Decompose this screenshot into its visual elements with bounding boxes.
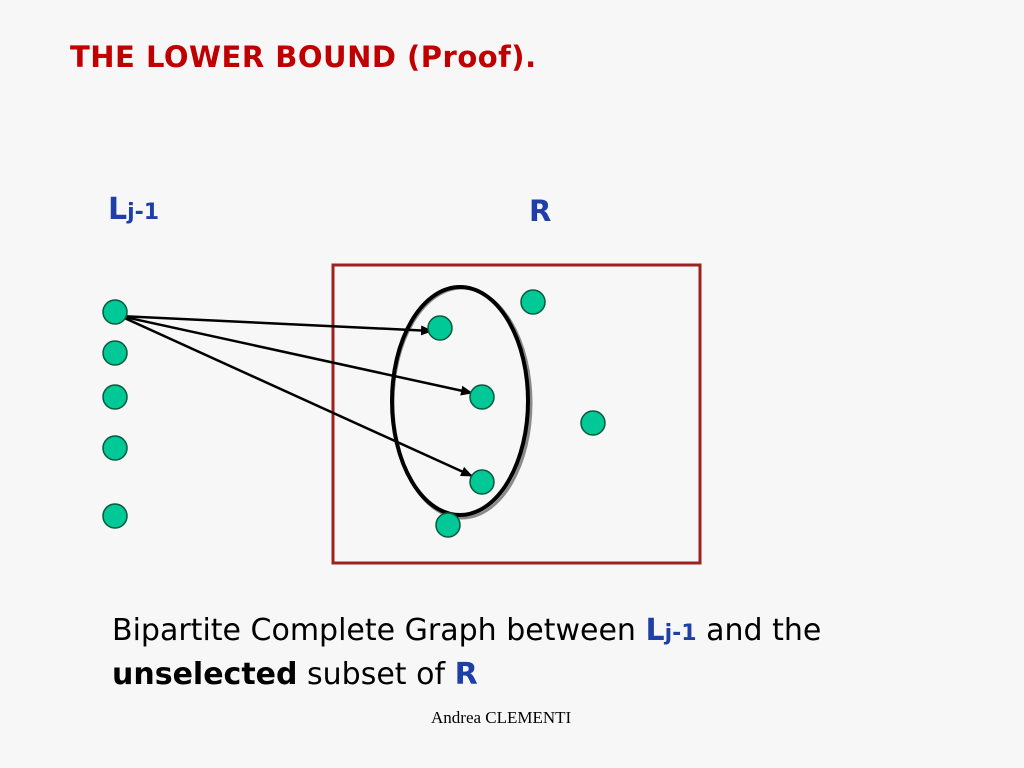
right-node-1 <box>520 289 546 315</box>
footer-author: Andrea CLEMENTI <box>431 708 572 727</box>
slide-title: THE LOWER BOUND (Proof). <box>70 40 537 74</box>
caption: Bipartite Complete Graph between Lj-1 an… <box>112 610 821 695</box>
left-node-3 <box>102 384 128 410</box>
caption-r-label: R <box>454 657 478 692</box>
left-set-label-main: L <box>108 192 128 227</box>
caption-line-2: unselected subset of R <box>112 654 821 695</box>
slide-title-text: THE LOWER BOUND (Proof) <box>70 40 526 74</box>
left-node-5 <box>102 503 128 529</box>
left-node-1 <box>102 299 128 325</box>
caption-line1-prefix: Bipartite Complete Graph between <box>112 613 646 648</box>
right-node-3 <box>469 384 495 410</box>
edge-1 <box>119 314 433 336</box>
right-set-label: R <box>529 194 552 228</box>
left-node-4 <box>102 435 128 461</box>
caption-set-label: Lj-1 <box>645 613 696 648</box>
caption-set-main: L <box>645 613 665 648</box>
right-node-2 <box>427 315 453 341</box>
slide-title-period: . <box>525 40 537 74</box>
caption-line2-middle: subset of <box>297 657 455 692</box>
left-set-label: Lj-1 <box>108 192 159 227</box>
selected-subset-ellipse <box>390 285 533 520</box>
caption-line1-suffix: and the <box>696 613 822 648</box>
caption-set-sub: j-1 <box>664 621 697 646</box>
edges <box>119 314 473 478</box>
right-node-6 <box>435 512 461 538</box>
left-node-2 <box>102 340 128 366</box>
right-node-5 <box>469 469 495 495</box>
edge-2 <box>119 314 473 396</box>
right-set-nodes <box>427 289 606 538</box>
left-set-nodes <box>102 299 128 529</box>
edge-3 <box>119 314 473 478</box>
right-node-4 <box>580 410 606 436</box>
left-set-label-sub: j-1 <box>127 200 160 225</box>
caption-unselected: unselected <box>112 657 298 692</box>
right-set-box <box>331 263 702 565</box>
caption-line-1: Bipartite Complete Graph between Lj-1 an… <box>112 610 821 654</box>
